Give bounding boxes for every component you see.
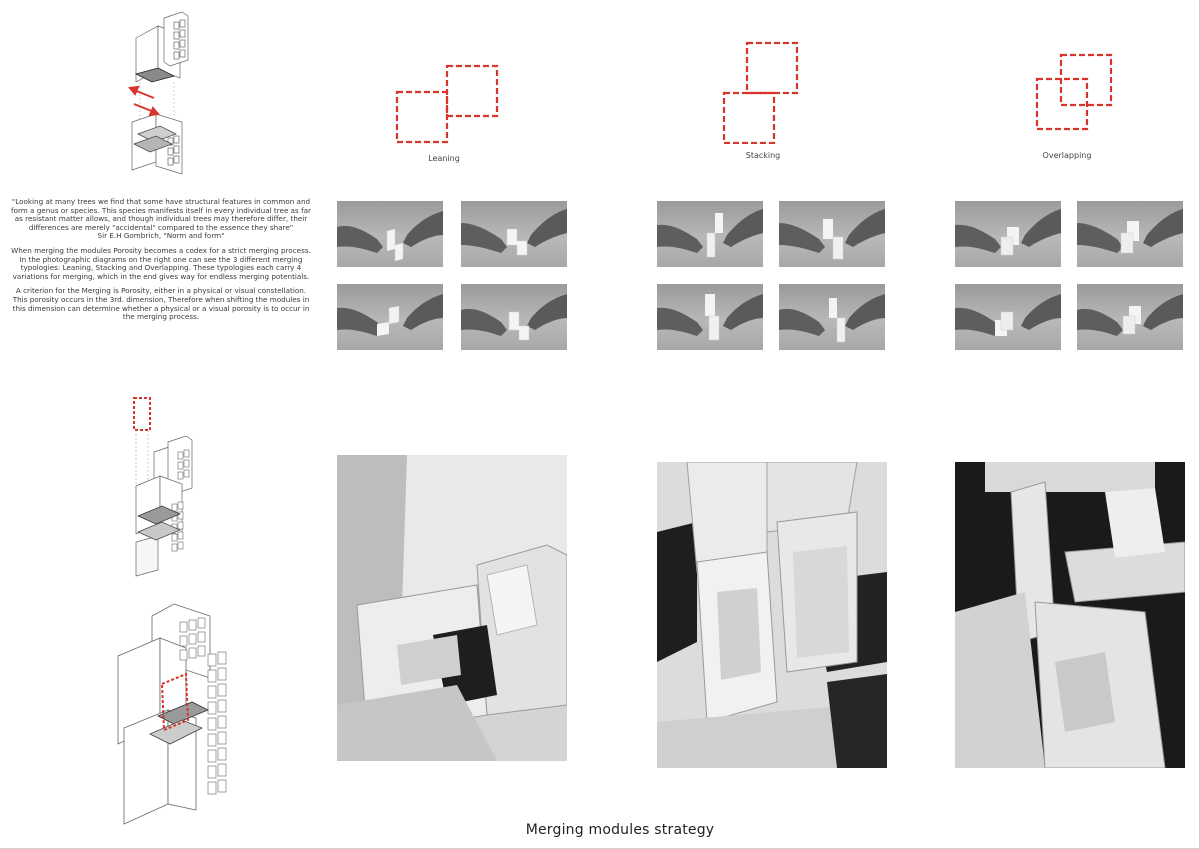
photo-overlapping-2 bbox=[1077, 201, 1183, 267]
photo-stacking-3 bbox=[657, 284, 763, 350]
photo-stacking-2 bbox=[779, 201, 885, 267]
model-photo-stacking bbox=[657, 462, 887, 768]
page-title: Merging modules strategy bbox=[525, 822, 715, 838]
quote-text-block: "Looking at many trees we find that some… bbox=[8, 197, 314, 322]
typology-label-leaning: Leaning bbox=[428, 154, 460, 163]
photo-stacking-1 bbox=[657, 201, 763, 267]
axon-diagram-middle bbox=[128, 396, 208, 582]
photo-leaning-4 bbox=[461, 284, 567, 350]
photo-overlapping-1 bbox=[955, 201, 1061, 267]
paragraph-typologies: In the photographic diagrams on the righ… bbox=[12, 254, 310, 281]
photo-leaning-1 bbox=[337, 201, 443, 267]
photo-leaning-3 bbox=[337, 284, 443, 350]
model-photo-overlapping bbox=[955, 462, 1185, 768]
photo-stacking-4 bbox=[779, 284, 885, 350]
paragraph-porosity-codex: When merging the modules Porosity become… bbox=[11, 245, 311, 255]
photo-overlapping-3 bbox=[955, 284, 1061, 350]
axon-diagram-bottom bbox=[110, 598, 250, 830]
overlapping-diagram bbox=[1034, 52, 1114, 134]
quote-text: "Looking at many trees we find that some… bbox=[11, 197, 311, 232]
typology-label-overlapping: Overlapping bbox=[1042, 151, 1092, 160]
leaning-diagram bbox=[394, 63, 502, 147]
model-photo-leaning bbox=[337, 455, 567, 761]
axon-diagram-top bbox=[118, 10, 208, 186]
photo-overlapping-4 bbox=[1077, 284, 1183, 350]
photo-leaning-2 bbox=[461, 201, 567, 267]
stacking-diagram bbox=[721, 40, 801, 145]
paragraph-criterion: A criterion for the Merging is Porosity,… bbox=[12, 286, 310, 322]
quote-attribution: Sir E.H Gombrich, "Norm and form" bbox=[97, 231, 225, 241]
typology-label-stacking: Stacking bbox=[745, 151, 781, 160]
